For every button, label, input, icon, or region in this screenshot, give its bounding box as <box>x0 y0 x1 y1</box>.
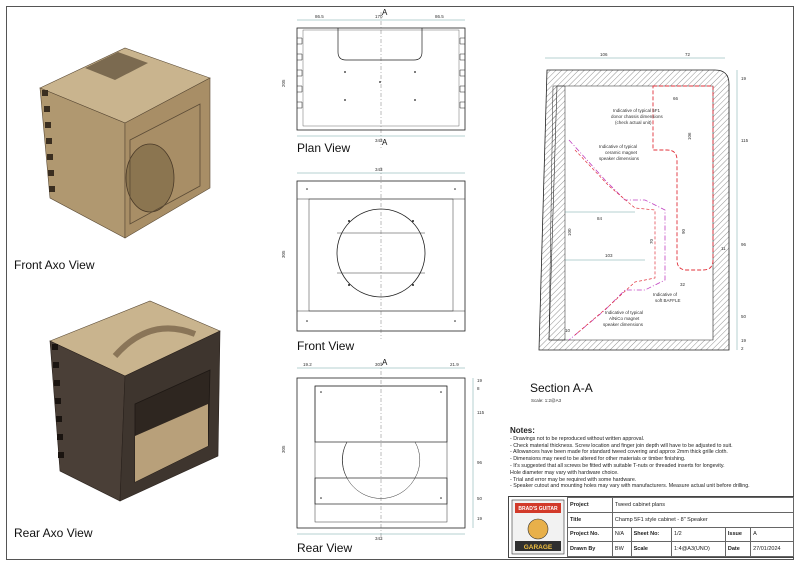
drawing-sheet <box>6 6 794 560</box>
sec-dim-i4: 100 <box>567 228 572 236</box>
annotation-chassis-2: donor chassis dimensions <box>611 114 664 119</box>
rear-dim-r4: 96 <box>477 460 483 465</box>
section-aa-drawing: 106 72 84 103 100 70 90 66 106 32 11 10 … <box>538 52 749 351</box>
sec-dim-i1: 66 <box>673 96 679 101</box>
notes-block: Notes: - Drawings not to be reproduced w… <box>510 426 795 490</box>
rear-view-title: Rear View <box>297 541 353 555</box>
rear-dim-r1: 19 <box>477 378 483 383</box>
issue-label: Issue <box>724 526 752 543</box>
section-aa-title: Section A-A <box>530 381 593 395</box>
note-item: - Check material thickness. Screw locati… <box>510 442 733 449</box>
title-label: Title <box>567 511 613 528</box>
front-view-drawing: 343 305 <box>281 167 466 339</box>
title-value: Champ 5F1 style cabinet - 8" Speaker <box>611 511 795 528</box>
sheet-no-value: 1/2 <box>671 526 726 543</box>
annotation-chassis-3: (check actual unit) <box>615 120 652 125</box>
rear-dim-r2: 8 <box>477 386 480 391</box>
sec-dim-r4: 50 <box>741 314 747 319</box>
sec-dim-i6: 70 <box>649 238 654 244</box>
brads-guitar-garage-logo: BRAD'S GUITAR GARAGE <box>511 499 565 555</box>
note-item: - Speaker cutout and mounting holes may … <box>510 483 750 490</box>
note-item: - Dimensions may need to be altered for … <box>510 456 686 463</box>
sec-dim-i10: 10 <box>565 328 571 333</box>
annotation-chassis-1: Indicative of typical 5F1 <box>613 108 661 113</box>
front-dim-top: 343 <box>375 167 383 172</box>
sec-dim-r3: 96 <box>741 242 747 247</box>
rear-view-drawing: 19.2 301 21.9 305 19 8 115 96 50 19 343 <box>281 362 485 542</box>
section-aa-scale: Scale: 1:2@A3 <box>531 398 562 403</box>
plan-dim-2: 170 <box>375 14 383 19</box>
rear-dim-r3: 115 <box>477 410 485 415</box>
annotation-baffle-1: Indicative of <box>653 292 678 297</box>
plan-section-marker-top: A <box>382 8 388 17</box>
note-item: - Trial and error may be required with s… <box>510 476 637 483</box>
annotation-ceramic-3: speaker dimensions <box>599 156 640 161</box>
annotation-ceramic-1: Indicative of typical <box>599 144 637 149</box>
plan-dim-3: 86.5 <box>435 14 444 19</box>
rear-axo-title: Rear Axo View <box>14 526 93 540</box>
front-dim-side: 305 <box>281 250 286 258</box>
rear-dim-3: 21.9 <box>450 362 459 367</box>
rear-dim-2: 301 <box>375 362 383 367</box>
sec-dim-i9: 11 <box>721 246 726 251</box>
plan-dim-1: 86.5 <box>315 14 324 19</box>
rear-dim-side: 305 <box>281 445 286 453</box>
note-item: - Allowances have been made for standard… <box>510 449 728 456</box>
sec-dim-i7: 90 <box>681 228 686 234</box>
sec-dim-r6: 2 <box>741 346 744 351</box>
sec-dim-r5: 19 <box>741 338 747 343</box>
logo-line1: BRAD'S GUITAR <box>518 506 558 512</box>
project-no-label: Project No. <box>567 526 613 543</box>
sec-dim-i5: 103 <box>605 253 613 258</box>
issue-value: A <box>750 526 794 543</box>
sec-dim-r2: 115 <box>741 138 749 143</box>
annotation-baffle-2: soft BAFFLE <box>655 298 681 303</box>
rear-dim-1: 19.2 <box>303 362 312 367</box>
rear-dim-bottom: 343 <box>375 536 383 541</box>
sheet-no-label: Sheet No: <box>630 526 673 543</box>
title-block-table: Project Tweed cabinet plans Title Champ … <box>567 497 795 557</box>
project-value: Tweed cabinet plans <box>611 497 795 513</box>
note-item: - Drawings not to be reproduced without … <box>510 435 645 442</box>
sec-dim-i2: 106 <box>687 132 692 140</box>
sec-dim-i3: 84 <box>597 216 603 221</box>
date-value: 27/01/2024 <box>750 541 794 557</box>
plan-view-drawing: 86.5 170 86.5 205 343 <box>281 12 466 148</box>
sec-dim-r1: 19 <box>741 76 747 81</box>
plan-dim-side: 205 <box>281 79 286 87</box>
annotation-alnico-1: Indicative of typical <box>605 310 643 315</box>
sec-dim-top2: 72 <box>685 52 691 57</box>
drawn-by-label: Drawn By <box>567 541 613 557</box>
sec-dim-top1: 106 <box>600 52 608 57</box>
rear-section-marker: A <box>382 358 388 367</box>
project-label: Project <box>567 497 613 513</box>
scale-label: Scale <box>630 541 673 557</box>
logo-line2: GARAGE <box>524 544 553 551</box>
project-no-value: N/A <box>611 526 632 543</box>
annotation-alnico-2: AlNiCo magnet <box>609 316 640 321</box>
note-item: Hole diameter may vary with hardware cho… <box>510 469 619 476</box>
rear-dim-r5: 50 <box>477 496 483 501</box>
plan-view-title: Plan View <box>297 141 351 155</box>
annotation-ceramic-2: ceramic magnet <box>605 150 638 155</box>
plan-dim-bottom: 343 <box>375 138 383 143</box>
notes-title: Notes: <box>510 426 535 435</box>
front-axo-title: Front Axo View <box>14 258 95 272</box>
title-block: BRAD'S GUITAR GARAGE Project Tweed cabin… <box>508 496 795 558</box>
date-label: Date <box>724 541 752 557</box>
rear-axo-render <box>49 300 221 502</box>
rear-dim-r6: 19 <box>477 516 483 521</box>
annotation-alnico-3: speaker dimensions <box>603 322 644 327</box>
drawn-by-value: BW <box>611 541 632 557</box>
front-axo-render <box>39 47 211 239</box>
front-view-title: Front View <box>297 339 355 353</box>
scale-value: 1:4@A3(UNO) <box>671 541 726 557</box>
note-item: - It's suggested that all screws be fitt… <box>510 462 725 469</box>
plan-section-marker-bottom: A <box>382 138 388 147</box>
sec-dim-i8: 32 <box>680 282 686 287</box>
